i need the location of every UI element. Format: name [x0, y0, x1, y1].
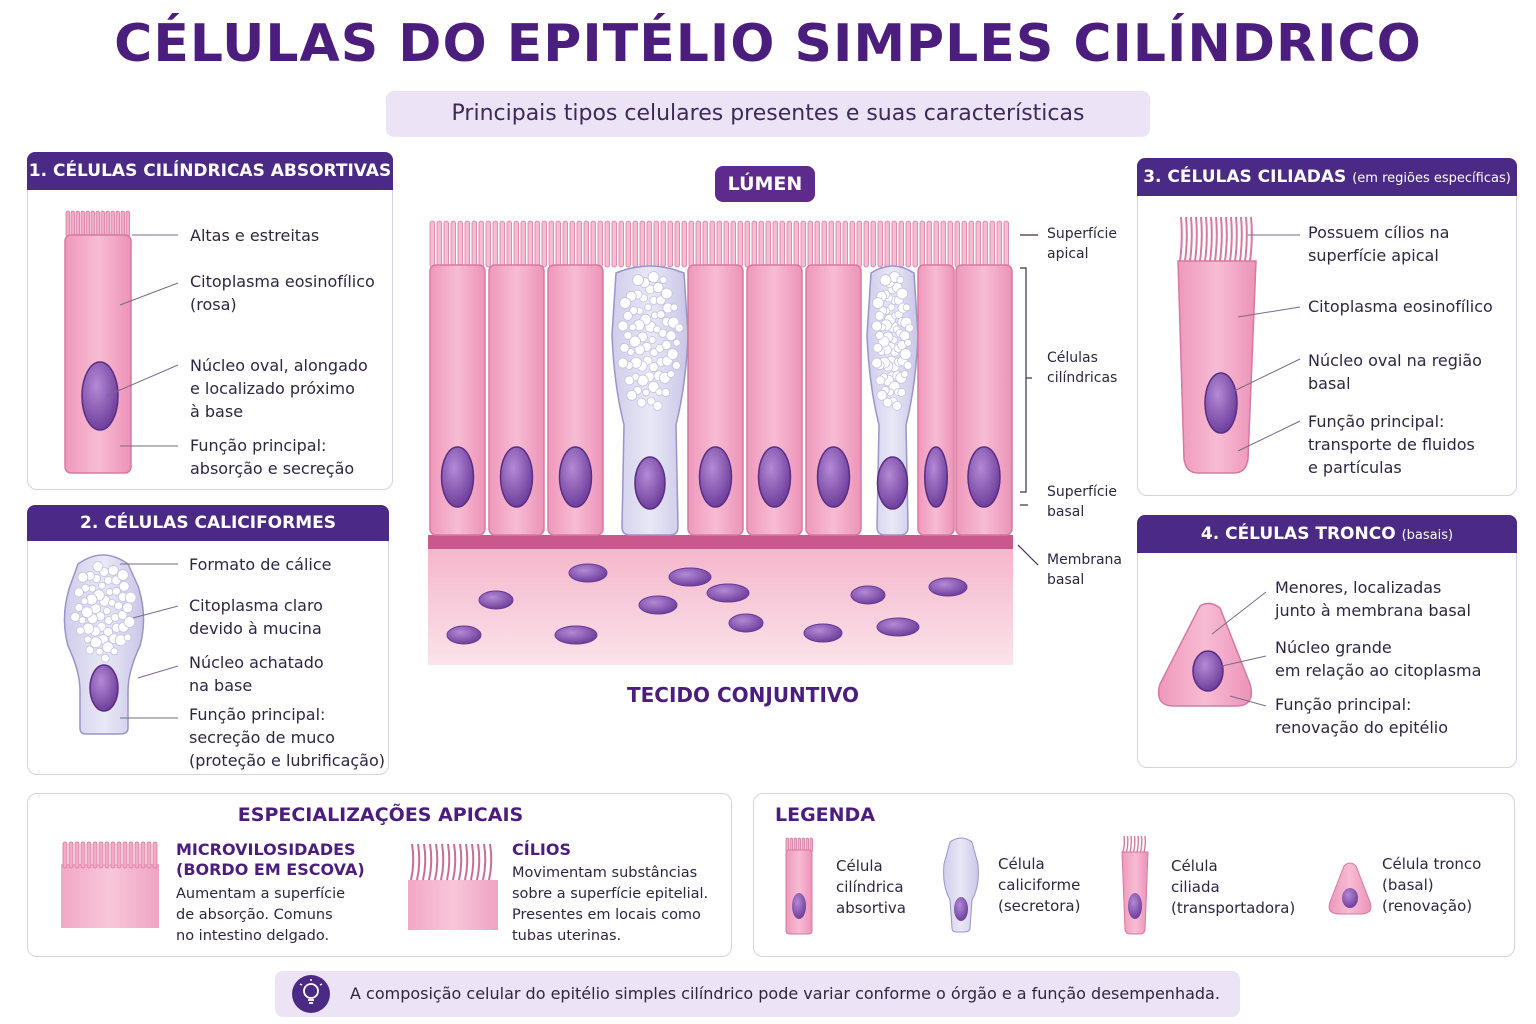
legend-item-goblet: Célula caliciforme (secretora) — [998, 855, 1081, 915]
microvilli-illustration — [61, 841, 498, 930]
goblet-label-1: Formato de cálice — [189, 555, 332, 574]
stem-cell-illustration — [1157, 591, 1267, 707]
panel-stem-title-main: 4. CÉLULAS TRONCO — [1200, 524, 1396, 544]
panel-stem-title: 4. CÉLULAS TRONCO (basais) — [1137, 515, 1517, 553]
panel-ciliated-cells: 3. CÉLULAS CILIADAS (em regiões específi… — [1137, 158, 1517, 496]
panel-legend: LEGENDA Célula cilíndrica absortiva Célu… — [753, 793, 1515, 957]
legend-icons — [785, 835, 1372, 935]
side-bracket — [1017, 234, 1039, 566]
side-label-basal: Superfície basal — [1047, 484, 1118, 520]
side-label-apical: Superfície apical — [1047, 226, 1118, 262]
legend-item-stem: Célula tronco (basal) (renovação) — [1382, 855, 1482, 915]
panel-absorptive-title: 1. CÉLULAS CILÍNDRICAS ABSORTIVAS — [27, 152, 393, 190]
apical-title: ESPECIALIZAÇÕES APICAIS — [237, 804, 524, 826]
goblet-label-4: Função principal: secreção de muco (prot… — [189, 705, 386, 770]
panel-stem-title-note: (basais) — [1401, 528, 1454, 543]
footer-note: A composição celular do epitélio simples… — [275, 971, 1240, 1017]
panel-ciliated-title: 3. CÉLULAS CILIADAS (em regiões específi… — [1137, 158, 1517, 196]
absorptive-label-2: Citoplasma eosinofílico (rosa) — [190, 272, 375, 314]
ciliated-label-4: Função principal: transporte de fluidos … — [1308, 412, 1475, 477]
page-subtitle: Principais tipos celulares presentes e s… — [386, 91, 1150, 137]
legend-title: LEGENDA — [775, 804, 876, 826]
stem-label-2: Núcleo grande em relação ao citoplasma — [1275, 638, 1482, 680]
goblet-label-3: Núcleo achatado na base — [189, 653, 324, 695]
goblet-label-2: Citoplasma claro devido à mucina — [189, 596, 323, 638]
ciliated-cell-illustration — [1177, 216, 1301, 474]
ciliated-label-3: Núcleo oval na região basal — [1308, 351, 1482, 393]
ciliated-label-1: Possuem cílios na superfície apical — [1308, 223, 1450, 265]
legend-item-absorptive: Célula cilíndrica absortiva — [836, 857, 906, 917]
page-title: CÉLULAS DO EPITÉLIO SIMPLES CILÍNDRICO — [114, 14, 1422, 74]
footer-text: A composição celular do epitélio simples… — [350, 984, 1220, 1003]
panel-goblet-title: 2. CÉLULAS CALICIFORMES — [27, 505, 389, 541]
goblet-cell-illustration — [63, 554, 179, 735]
cilia-text: Movimentam substâncias sobre a superfíci… — [512, 865, 709, 944]
panel-apical-specializations: ESPECIALIZAÇÕES APICAIS MICROVILOSIDADES… — [27, 793, 732, 957]
legend-item-ciliated: Célula ciliada (transportadora) — [1171, 857, 1296, 917]
side-label-membrane: Membrana basal — [1047, 552, 1123, 588]
panel-ciliated-title-note: (em regiões específicas) — [1352, 171, 1511, 186]
side-label-cells: Células cilíndricas — [1047, 350, 1118, 386]
absorptive-label-3: Núcleo oval, alongado e localizado próxi… — [190, 356, 368, 421]
panel-absorptive-cells: 1. CÉLULAS CILÍNDRICAS ABSORTIVAS Altas … — [27, 152, 393, 490]
microvilli-title: MICROVILOSIDADES (BORDO EM ESCOVA) — [176, 840, 365, 879]
panel-goblet-cells: 2. CÉLULAS CALICIFORMES Formato de cálic… — [27, 505, 389, 775]
absorptive-cell-illustration — [64, 210, 179, 474]
stem-label-3: Função principal: renovação do epitélio — [1275, 695, 1449, 737]
connective-tissue-label: TECIDO CONJUNTIVO — [626, 683, 860, 707]
absorptive-label-4: Função principal: absorção e secreção — [190, 436, 355, 478]
panel-ciliated-title-main: 3. CÉLULAS CILIADAS — [1143, 167, 1347, 187]
microvilli-text: Aumentam a superfície de absorção. Comun… — [176, 886, 346, 944]
ciliated-label-2: Citoplasma eosinofílico — [1308, 297, 1493, 316]
cilia-title: CÍLIOS — [512, 840, 571, 859]
panel-stem-cells: 4. CÉLULAS TRONCO (basais) Menores, loca… — [1137, 515, 1517, 768]
lightbulb-icon — [292, 975, 330, 1013]
lumen-badge: LÚMEN — [715, 166, 815, 202]
epithelium-diagram — [428, 220, 1013, 665]
absorptive-label-1: Altas e estreitas — [190, 226, 320, 245]
stem-label-1: Menores, localizadas junto à membrana ba… — [1275, 578, 1471, 620]
